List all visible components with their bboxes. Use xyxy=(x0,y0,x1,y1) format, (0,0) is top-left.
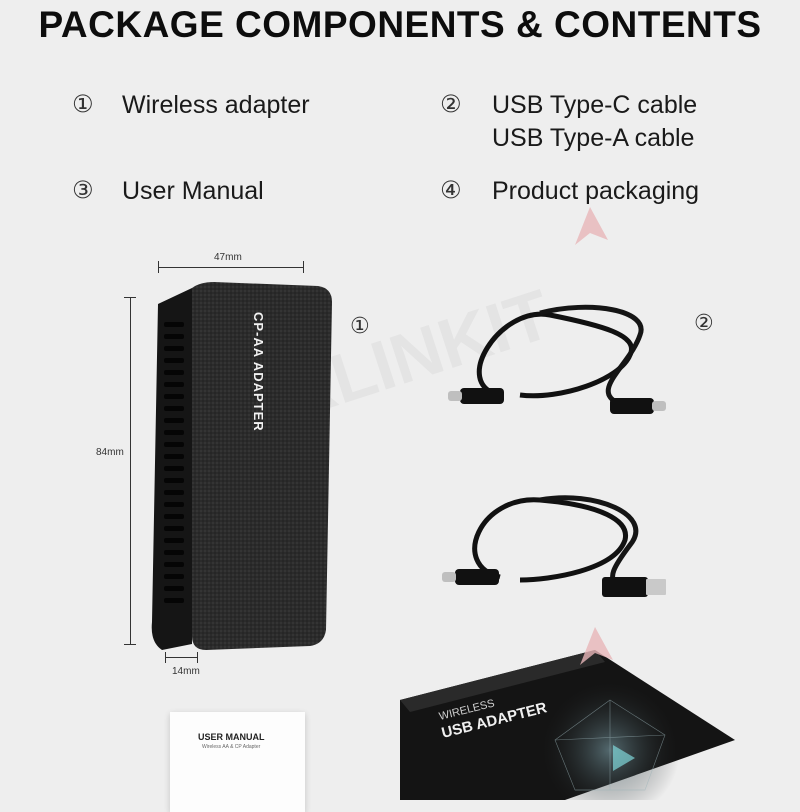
item-3-number: ③ xyxy=(72,177,94,204)
item-2-label-line-1: USB Type-C cable xyxy=(492,91,698,119)
wireless-adapter-image: CP-AA ADAPTER xyxy=(151,282,332,650)
item-4-label: Product packaging xyxy=(492,177,700,205)
item-2-label-line-2: USB Type-A cable xyxy=(492,124,695,152)
item-2-number: ② xyxy=(440,91,462,118)
user-manual-image: USER MANUAL Wireless AA & CP Adapter xyxy=(170,712,305,812)
product-packaging-image: WIRELESS USB ADAPTER xyxy=(400,650,735,800)
adapter-label: CP-AA ADAPTER xyxy=(251,312,266,432)
cables-marker: ② xyxy=(694,310,714,335)
dimension-depth-label: 14mm xyxy=(172,666,200,677)
adapter-marker: ① xyxy=(350,313,370,338)
usb-type-a-cable-image xyxy=(442,495,666,597)
usb-type-c-cable-image xyxy=(448,304,666,414)
manual-title: USER MANUAL xyxy=(198,732,265,742)
page-title: PACKAGE COMPONENTS & CONTENTS xyxy=(38,4,762,45)
item-3-label: User Manual xyxy=(122,177,264,205)
dimension-width-label: 47mm xyxy=(214,252,242,263)
item-4-number: ④ xyxy=(440,177,462,204)
item-1-number: ① xyxy=(72,91,94,118)
dimension-height-label: 84mm xyxy=(96,447,124,458)
manual-subtitle: Wireless AA & CP Adapter xyxy=(202,744,261,750)
arrow-logo-icon xyxy=(575,207,608,245)
item-1-label: Wireless adapter xyxy=(122,91,310,119)
arrow-logo-icon-2 xyxy=(580,627,613,665)
